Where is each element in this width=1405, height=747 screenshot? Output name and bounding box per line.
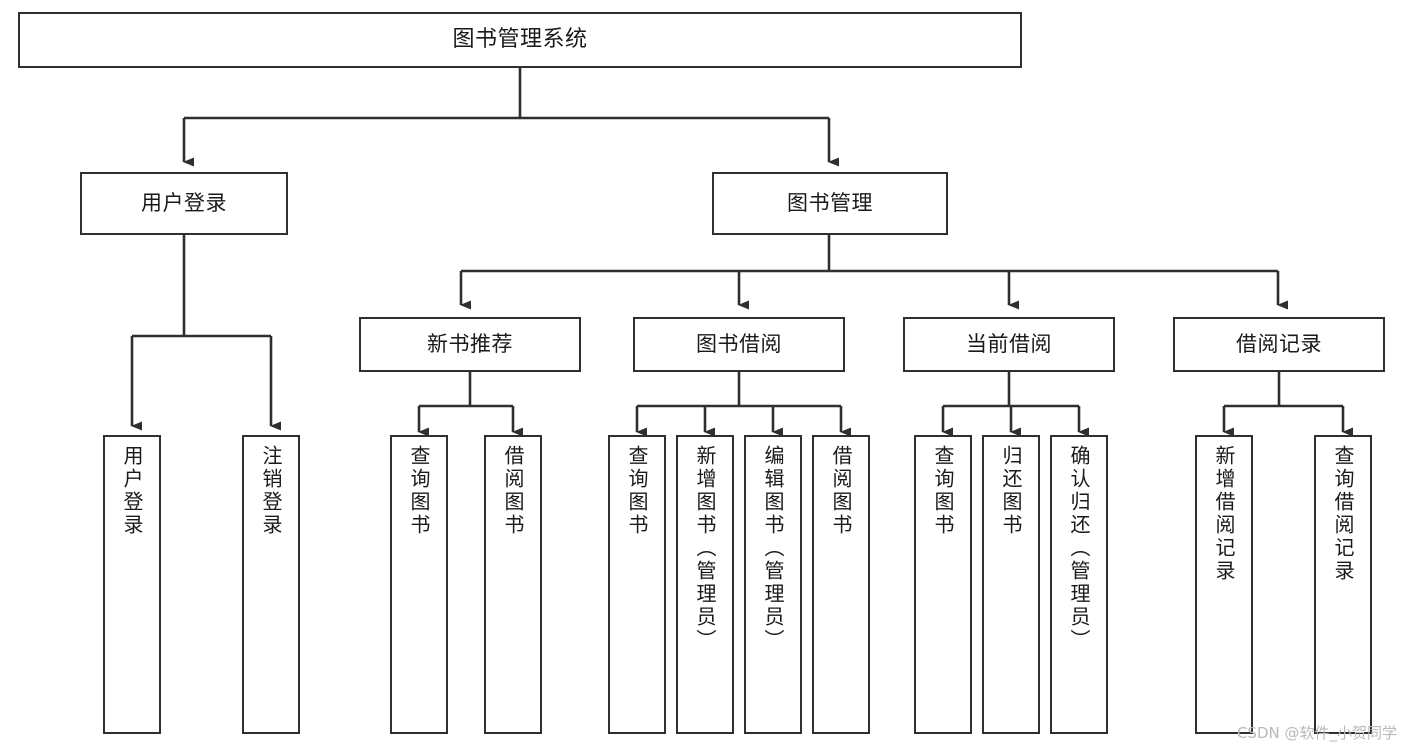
node-leaf-borrow-book-new-recommend[interactable]: 借阅图书 <box>484 435 542 734</box>
node-label: 图书管理系统 <box>452 27 588 53</box>
node-label: 查询图书 <box>407 445 431 537</box>
node-leaf-query-book-new-recommend[interactable]: 查询图书 <box>390 435 448 734</box>
node-book-management[interactable]: 图书管理 <box>712 172 948 235</box>
node-label: 借阅图书 <box>501 445 525 537</box>
node-label: 借阅记录 <box>1236 332 1322 357</box>
node-label: 借阅图书 <box>829 445 853 537</box>
node-label: 注销登录 <box>259 445 283 537</box>
node-leaf-query-book-borrow[interactable]: 查询图书 <box>608 435 666 734</box>
node-label: 当前借阅 <box>966 332 1052 357</box>
node-borrow-record[interactable]: 借阅记录 <box>1173 317 1385 372</box>
node-book-borrow[interactable]: 图书借阅 <box>633 317 845 372</box>
node-root-library-management-system[interactable]: 图书管理系统 <box>18 12 1022 68</box>
node-label: 新增图书（管理员） <box>693 445 717 652</box>
node-leaf-edit-book-admin[interactable]: 编辑图书（管理员） <box>744 435 802 734</box>
node-label: 查询图书 <box>931 445 955 537</box>
node-label: 新书推荐 <box>427 332 513 357</box>
node-leaf-user-login[interactable]: 用户登录 <box>103 435 161 734</box>
node-current-borrow[interactable]: 当前借阅 <box>903 317 1115 372</box>
node-label: 查询借阅记录 <box>1331 445 1355 583</box>
node-leaf-add-book-admin[interactable]: 新增图书（管理员） <box>676 435 734 734</box>
node-label: 图书借阅 <box>696 332 782 357</box>
node-label: 用户登录 <box>120 445 144 537</box>
node-label: 归还图书 <box>999 445 1023 537</box>
node-user-login[interactable]: 用户登录 <box>80 172 288 235</box>
node-new-book-recommend[interactable]: 新书推荐 <box>359 317 581 372</box>
node-label: 确认归还（管理员） <box>1067 445 1091 652</box>
node-label: 用户登录 <box>141 191 227 216</box>
node-label: 新增借阅记录 <box>1212 445 1236 583</box>
node-leaf-add-borrow-record[interactable]: 新增借阅记录 <box>1195 435 1253 734</box>
node-leaf-return-book[interactable]: 归还图书 <box>982 435 1040 734</box>
node-label: 图书管理 <box>787 191 873 216</box>
node-label: 查询图书 <box>625 445 649 537</box>
node-leaf-borrow-book-borrow[interactable]: 借阅图书 <box>812 435 870 734</box>
csdn-watermark: CSDN @软件_小贺同学 <box>1236 724 1397 742</box>
node-leaf-confirm-return-admin[interactable]: 确认归还（管理员） <box>1050 435 1108 734</box>
node-label: 编辑图书（管理员） <box>761 445 785 652</box>
node-leaf-logout-login[interactable]: 注销登录 <box>242 435 300 734</box>
node-leaf-query-borrow-record[interactable]: 查询借阅记录 <box>1314 435 1372 734</box>
node-leaf-query-book-current[interactable]: 查询图书 <box>914 435 972 734</box>
